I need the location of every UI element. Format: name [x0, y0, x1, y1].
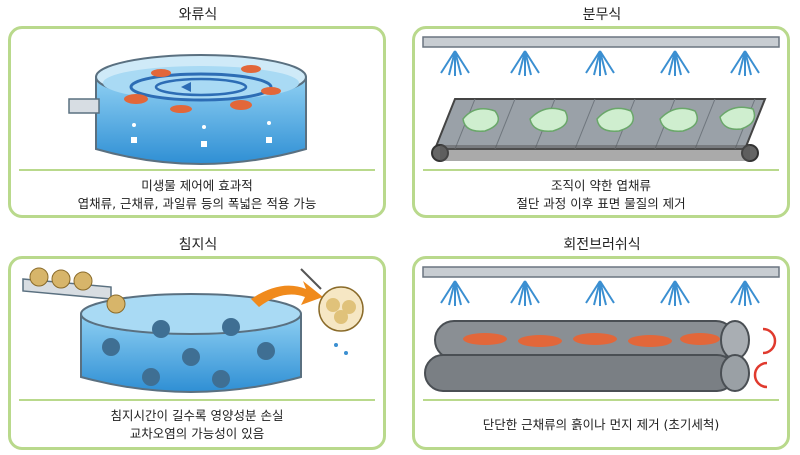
caption-vortex: 미생물 제어에 효과적 엽채류, 근채류, 과일류 등의 폭넓은 적용 가능 — [11, 177, 383, 213]
caption-line: 미생물 제어에 효과적 — [141, 178, 253, 193]
panel-brush: 단단한 근채류의 흙이나 먼지 제거 (초기세척) — [412, 256, 790, 450]
panel-title-vortex: 와류식 — [178, 7, 218, 23]
panel-immersion: 침지시간이 길수록 영양성분 손실 교차오염의 가능성이 있음 — [8, 256, 386, 450]
divider — [19, 399, 375, 401]
caption-line: 침지시간이 길수록 영양성분 손실 — [110, 408, 284, 423]
divider — [19, 169, 375, 171]
brush-washer-illustration — [422, 266, 780, 392]
spray-washer-illustration — [422, 36, 780, 162]
divider — [423, 399, 779, 401]
panel-title-spray: 분무식 — [582, 7, 622, 23]
caption-line: 절단 과정 이후 표면 물질의 제거 — [516, 196, 686, 211]
vortex-washer-illustration — [68, 54, 307, 165]
divider — [423, 169, 779, 171]
caption-line: 엽채류, 근채류, 과일류 등의 폭넓은 적용 가능 — [77, 196, 317, 211]
caption-brush: 단단한 근채류의 흙이나 먼지 제거 (초기세척) — [415, 416, 787, 434]
panel-title-immersion: 침지식 — [178, 237, 218, 253]
caption-line: 조직이 약한 엽채류 — [551, 178, 651, 193]
caption-line: 단단한 근채류의 흙이나 먼지 제거 (초기세척) — [482, 417, 720, 432]
caption-line: 교차오염의 가능성이 있음 — [129, 426, 265, 441]
panel-vortex: 미생물 제어에 효과적 엽채류, 근채류, 과일류 등의 폭넓은 적용 가능 — [8, 26, 386, 218]
caption-immersion: 침지시간이 길수록 영양성분 손실 교차오염의 가능성이 있음 — [11, 407, 383, 443]
panel-spray: 조직이 약한 엽채류 절단 과정 이후 표면 물질의 제거 — [412, 26, 790, 218]
immersion-washer-illustration — [22, 267, 364, 393]
panel-title-brush: 회전브러쉬식 — [563, 237, 641, 253]
caption-spray: 조직이 약한 엽채류 절단 과정 이후 표면 물질의 제거 — [415, 177, 787, 213]
